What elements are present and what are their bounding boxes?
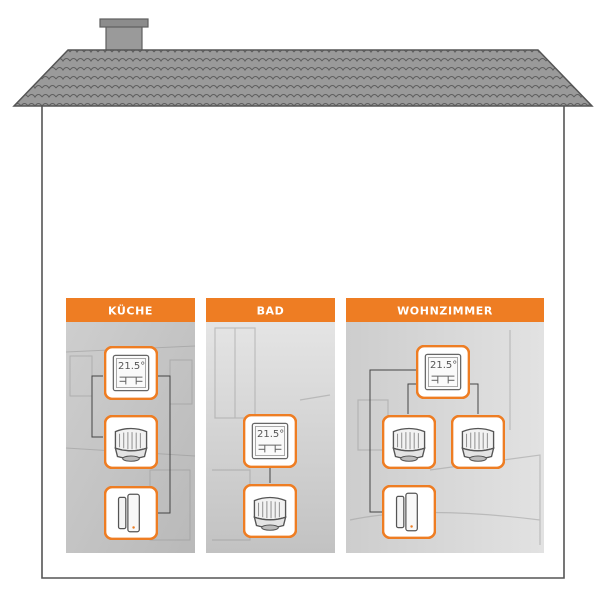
room-label-kitchen: KÜCHE [108,304,153,318]
chimney [99,18,149,55]
house-walls [41,106,565,579]
wall-thermostat-icon [416,345,470,399]
thermostat-display: 21.5° [118,361,145,372]
thermostat-display: 21.5° [430,360,457,371]
wall-thermostat-icon [243,414,297,468]
room-header [66,298,195,322]
roof [12,49,594,107]
room-header [206,298,335,322]
room-bathroom: BAD 21.5° [206,298,335,553]
room-label-bathroom: BAD [257,305,285,318]
room-kitchen: KÜCHE 21.5° [65,298,196,553]
radiator-thermostat-icon [451,415,505,469]
radiator-thermostat-icon [243,484,297,538]
wall-thermostat-icon [104,346,158,400]
radiator-thermostat-icon [382,415,436,469]
radiator-thermostat-icon [104,415,158,469]
room-label-living-room: WOHNZIMMER [397,305,493,318]
window-sensor-icon [382,485,436,539]
window-sensor-icon [104,486,158,540]
thermostat-display: 21.5° [257,429,284,440]
room-header [346,298,544,322]
room-living-room: WOHNZIMMER 21.5° [346,298,544,553]
